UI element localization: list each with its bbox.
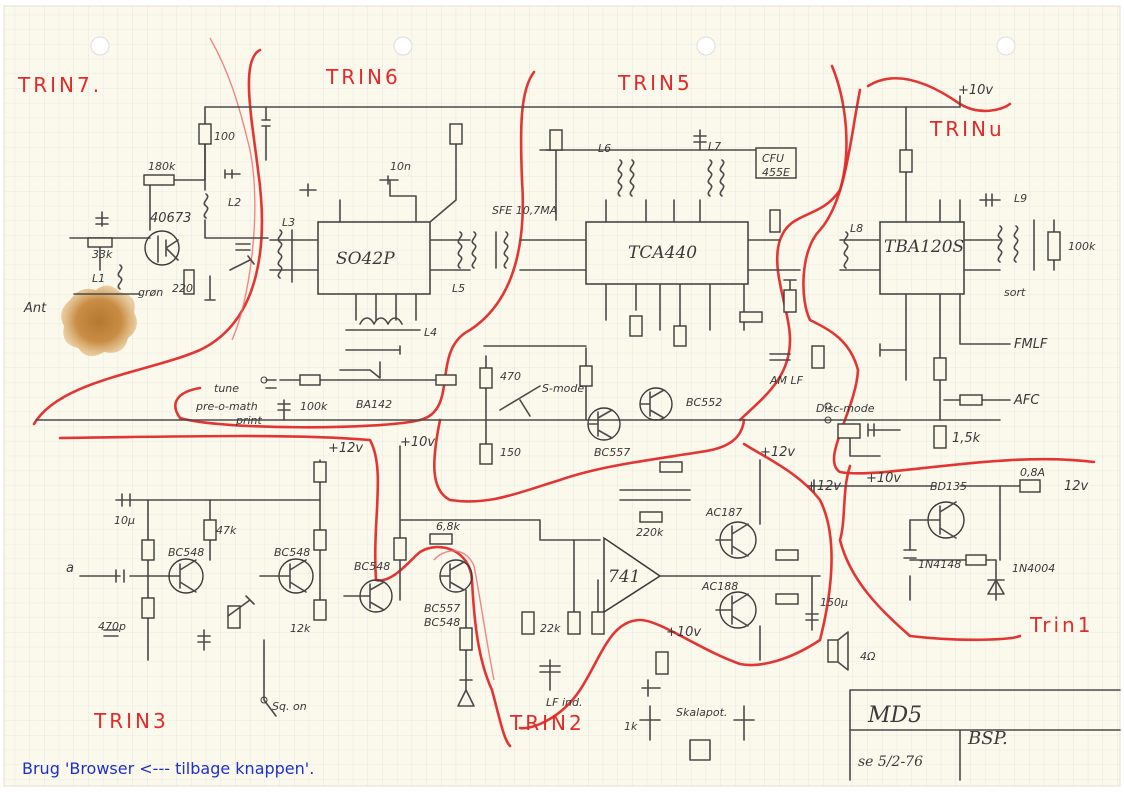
label-40673: 40673 <box>150 211 191 226</box>
label-150u: 150µ <box>820 596 848 609</box>
label-220: 220 <box>172 282 193 295</box>
label-12k: 12k <box>290 622 311 635</box>
title-block <box>849 689 1121 781</box>
trin7-rf-stage <box>69 106 271 301</box>
label-33k: 33k <box>92 248 113 261</box>
label-supply-10v-b: +10v <box>400 435 435 450</box>
label-afc: AFC <box>1013 393 1040 408</box>
label-tuner: tune <box>214 382 239 395</box>
label-100: 100 <box>214 130 235 143</box>
label-ant: Ant <box>23 301 47 316</box>
label-fm-lf: FMLF <box>1014 337 1048 352</box>
trin1-power-stage <box>809 479 1041 601</box>
label-sfe: SFE 10,7MA <box>492 204 557 217</box>
stage-label-trin3: TRIN3 <box>93 709 169 733</box>
chip-cfu-part: 455E <box>762 166 790 179</box>
supply-rails <box>35 95 1001 421</box>
label-gron: grøn <box>138 286 163 299</box>
label-ba142: BA142 <box>356 398 392 411</box>
title-block-model: MD5 <box>867 703 922 728</box>
label-disc-mode: Disc-mode <box>816 402 875 415</box>
stage-label-trin6: TRIN6 <box>325 65 401 89</box>
stage-label-trin4: TRINu <box>929 117 1005 141</box>
label-bd135: BD135 <box>930 480 967 493</box>
label-sort: sort <box>1004 286 1026 299</box>
label-speaker: 4Ω <box>860 650 876 663</box>
label-fuse: 0,8A <box>1020 466 1045 479</box>
label-bc548-c: BC548 <box>354 560 390 573</box>
trin3-preamp-stage <box>79 459 327 717</box>
chip-cfu: CFU <box>762 152 784 165</box>
label-bc548-d: BC548 <box>424 616 460 629</box>
trin5-am-stage <box>495 129 825 369</box>
trin6-mixer-stage <box>260 123 477 421</box>
label-1-5k: 1,5k <box>952 431 981 446</box>
label-sq-on: Sq. on <box>272 700 307 713</box>
label-10u: 10µ <box>114 514 135 527</box>
back-button-hint: Brug 'Browser <--- tilbage knappen'. <box>22 759 315 778</box>
label-supply-12v-c: +12v <box>806 479 841 494</box>
chip-tca440: TCA440 <box>628 243 697 263</box>
label-l4: L4 <box>424 326 437 339</box>
label-l8: L8 <box>850 222 863 235</box>
label-1n4004: 1N4004 <box>1012 562 1055 575</box>
chip-tba120s: TBA120S <box>884 237 964 257</box>
trin4-fm-stage <box>824 106 1061 457</box>
label-l2: L2 <box>228 196 241 209</box>
label-ac187: AC187 <box>705 506 742 519</box>
label-100k-fm: 100k <box>1068 240 1096 253</box>
label-preset: pre-o-math <box>195 400 258 413</box>
binder-holes <box>90 36 1016 56</box>
label-bc557-b: BC557 <box>424 602 460 615</box>
label-l1: L1 <box>92 272 105 285</box>
label-input-a: a <box>66 561 74 576</box>
label-1n4148: 1N4148 <box>918 558 961 571</box>
label-150: 150 <box>500 446 521 459</box>
label-bc548-b: BC548 <box>274 546 310 559</box>
stage-label-trin5: TRIN5 <box>617 71 693 95</box>
label-supply-12v-b: +12v <box>760 445 795 460</box>
title-block-code: BSP. <box>967 728 1008 749</box>
label-l5: L5 <box>452 282 465 295</box>
label-220k: 220k <box>636 526 664 539</box>
label-skala-pot: Skalapot. <box>676 706 727 719</box>
label-supply-10v: +10v <box>866 471 901 486</box>
label-bc557-a: BC557 <box>594 446 630 459</box>
chip-741: 741 <box>608 567 640 587</box>
trin5-transistors <box>479 345 673 465</box>
label-47k: 47k <box>216 524 237 537</box>
label-smode: S-mode <box>542 382 584 395</box>
label-68k: 6,8k <box>436 520 460 533</box>
label-180k: 180k <box>148 160 176 173</box>
label-out-12v: 12v <box>1064 479 1089 494</box>
stage-label-trin7: TRIN7. <box>17 73 102 97</box>
title-block-date: se 5/2-76 <box>858 754 923 770</box>
supply-label-top: +10v <box>958 83 993 98</box>
chip-so42p: SO42P <box>336 249 395 269</box>
stage-label-trin2: TRIN2 <box>509 711 585 735</box>
label-l6: L6 <box>598 142 611 155</box>
label-ac188: AC188 <box>701 580 738 593</box>
label-470p: 470p <box>98 620 126 633</box>
label-lf-ind: LF ind. <box>546 696 582 709</box>
label-bc548-a: BC548 <box>168 546 204 559</box>
label-l9: L9 <box>1014 192 1027 205</box>
trin2-amp-stage <box>343 445 849 761</box>
label-10n: 10n <box>390 160 411 173</box>
label-l3: L3 <box>282 216 295 229</box>
coffee-stain <box>61 285 137 357</box>
label-470: 470 <box>500 370 521 383</box>
label-supply-10v-c: +10v <box>666 625 701 640</box>
label-1k: 1k <box>624 720 638 733</box>
label-l7: L7 <box>708 140 721 153</box>
label-am-lf: AM LF <box>769 374 804 387</box>
label-22k: 22k <box>540 622 561 635</box>
label-print: print <box>235 414 263 427</box>
label-bc552: BC552 <box>686 396 722 409</box>
label-supply-12v-a: +12v <box>328 441 363 456</box>
stage-label-trin1: Trin1 <box>1029 613 1093 637</box>
label-100k: 100k <box>300 400 328 413</box>
